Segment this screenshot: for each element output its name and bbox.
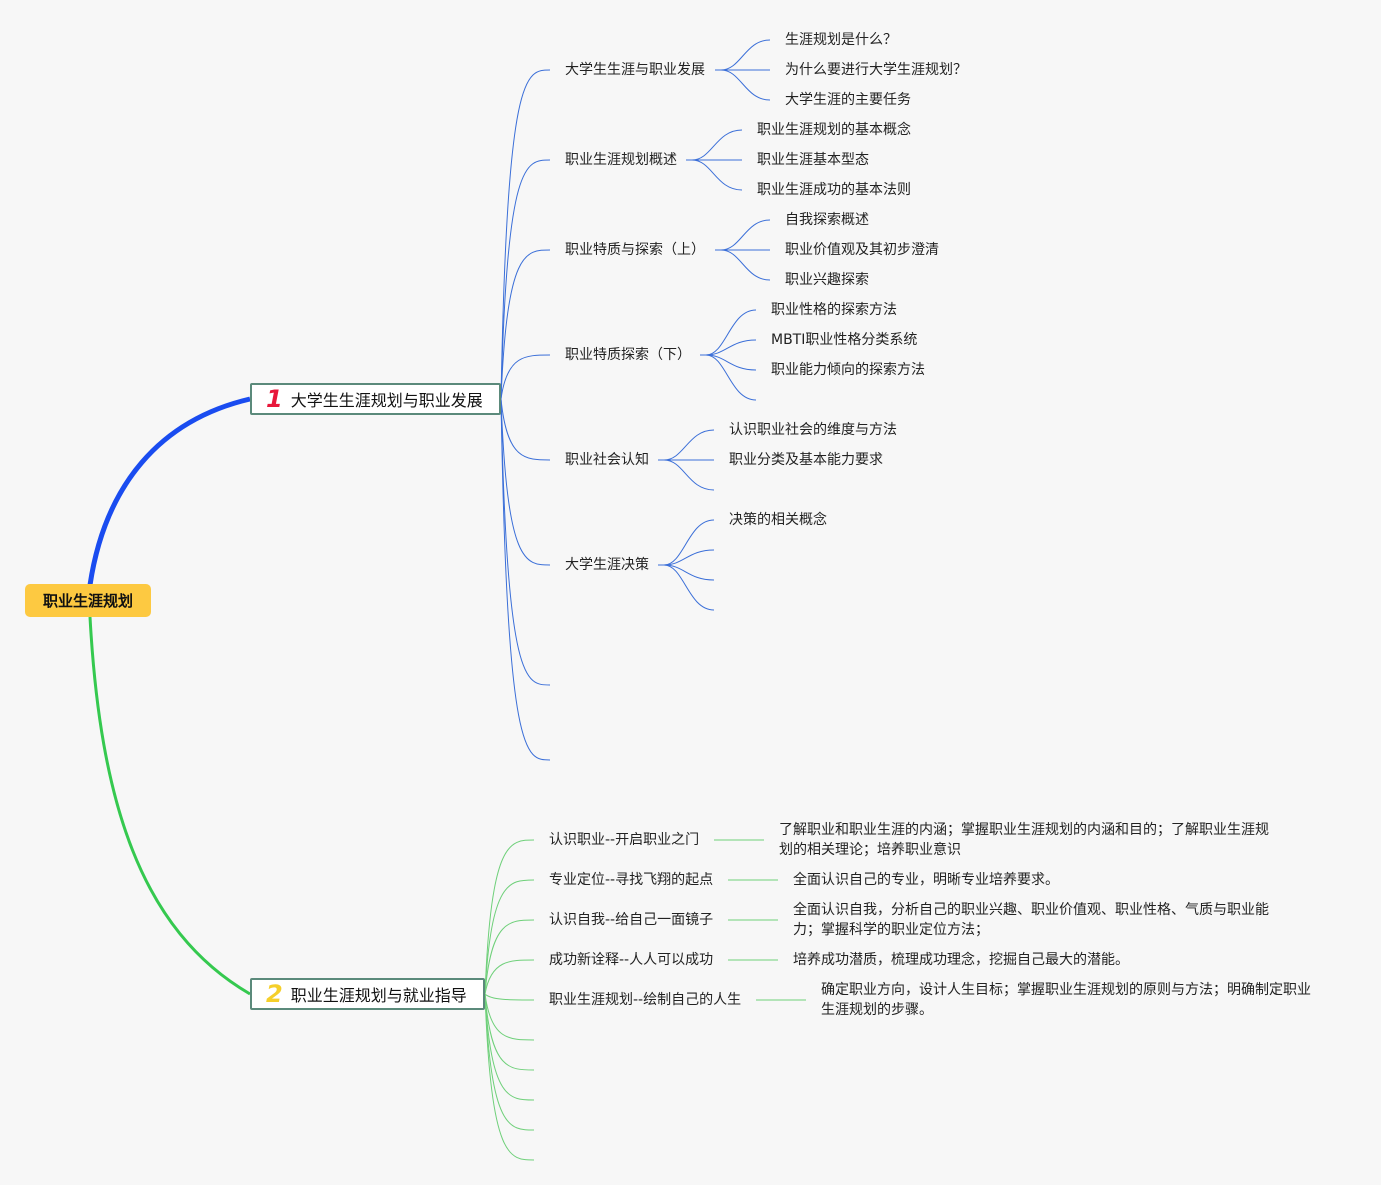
subtopic-node[interactable]: 职业能力倾向的探索方法 [771,362,925,378]
topic-detail[interactable]: 全面认识自我，分析自己的职业兴趣、职业价值观、职业性格、气质与职业能力；掌握科学… [793,902,1269,938]
subtopic-connector [705,339,757,356]
number-badge-1: 1 [266,385,283,413]
branch2-connector-3 [484,919,535,995]
subtopic-node[interactable]: 职业生涯规划的基本概念 [757,122,911,138]
topic-detail[interactable]: 了解职业和职业生涯的内涵；掌握职业生涯规划的内涵和目的；了解职业生涯规划的相关理… [779,822,1269,858]
branch2-connector-5 [484,993,535,1001]
topic-node[interactable]: 专业定位--寻找飞翔的起点 [549,872,714,888]
subtopic-node[interactable]: 大学生涯的主要任务 [785,92,911,108]
topic-detail[interactable]: 培养成功潜质，梳理成功理念，挖掘自己最大的潜能。 [793,952,1129,968]
topic-node[interactable]: 大学生涯决策 [565,557,649,573]
root-label: 职业生涯规划 [42,592,133,610]
branch2-connector-4 [484,959,535,995]
topic-detail[interactable]: 确定职业方向，设计人生目标；掌握职业生涯规划的原则与方法；明确制定职业生涯规划的… [821,982,1311,1018]
topic-node[interactable]: 成功新诠释--人人可以成功 [549,952,714,968]
number-badge-2: 2 [266,980,283,1008]
subtopic-node[interactable]: 职业兴趣探索 [785,272,869,288]
subtopic-node[interactable]: MBTI职业性格分类系统 [771,332,918,348]
branch2-connector-8 [484,993,535,1101]
branch1-connector-2 [500,159,551,400]
branch1-connector-5 [500,398,551,461]
branch-node-2[interactable]: 2 职业生涯规划与就业指导 [250,978,485,1010]
topic-detail[interactable]: 全面认识自己的专业，明晰专业培养要求。 [793,872,1059,888]
branch1-connector-1 [500,69,551,400]
subtopic-node[interactable]: 决策的相关概念 [729,512,827,528]
topic-node[interactable]: 认识自我--给自己一面镜子 [549,912,714,928]
subtopic-connector [705,354,757,401]
subtopic-node[interactable]: 职业价值观及其初步澄清 [785,242,939,258]
branch2-connector-10 [484,993,535,1161]
branch-label-1: 大学生生涯规划与职业发展 [290,391,483,410]
branch2-connector-1 [484,839,535,995]
subtopic-connector [663,564,715,611]
subtopic-node[interactable]: 生涯规划是什么？ [785,32,897,48]
branch1-connector-7 [500,398,551,686]
subtopic-connector [720,69,771,101]
branch1-connector-6 [500,398,551,566]
subtopic-connector [691,129,743,161]
branch2-connector-9 [484,993,535,1131]
topic-node[interactable]: 认识职业--开启职业之门 [549,832,700,848]
subtopic-node[interactable]: 为什么要进行大学生涯规划？ [785,62,967,78]
subtopic-connector [705,309,757,356]
topic-node[interactable]: 大学生生涯与职业发展 [565,62,705,78]
topic-node[interactable]: 职业特质探索（下） [565,347,691,363]
subtopic-connector [720,249,771,281]
subtopic-node[interactable]: 职业分类及基本能力要求 [729,452,883,468]
branch1-connector-3 [500,249,551,400]
topic-node[interactable]: 职业特质与探索（上） [565,242,705,258]
subtopic-connector [691,159,743,191]
subtopic-connector [663,429,715,461]
topic-node[interactable]: 职业生涯规划概述 [565,152,677,168]
root-node[interactable]: 职业生涯规划 [25,584,151,617]
subtopic-node[interactable]: 职业生涯成功的基本法则 [757,182,911,198]
branch1-connector-8 [500,398,551,761]
subtopic-connector [663,459,715,491]
branch-node-1[interactable]: 1 大学生生涯规划与职业发展 [250,383,501,415]
subtopic-connector [663,519,715,566]
branch2-connector-6 [484,993,535,1041]
subtopic-node[interactable]: 职业生涯基本型态 [757,152,869,168]
branch2-connector-2 [484,879,535,995]
topic-node[interactable]: 职业社会认知 [565,452,649,468]
subtopic-node[interactable]: 认识职业社会的维度与方法 [729,422,897,438]
subtopic-node[interactable]: 自我探索概述 [785,212,869,228]
subtopic-connector [720,39,771,71]
topic-node[interactable]: 职业生涯规划--绘制自己的人生 [549,992,742,1008]
branch-label-2: 职业生涯规划与就业指导 [290,986,467,1005]
root-connector-1 [87,396,251,586]
branch1-connector-4 [500,354,551,400]
branch2-connector-7 [484,993,535,1071]
root-connector-2 [88,616,251,996]
subtopic-connector [663,549,715,566]
subtopic-node[interactable]: 职业性格的探索方法 [771,302,897,318]
subtopic-connector [720,219,771,251]
